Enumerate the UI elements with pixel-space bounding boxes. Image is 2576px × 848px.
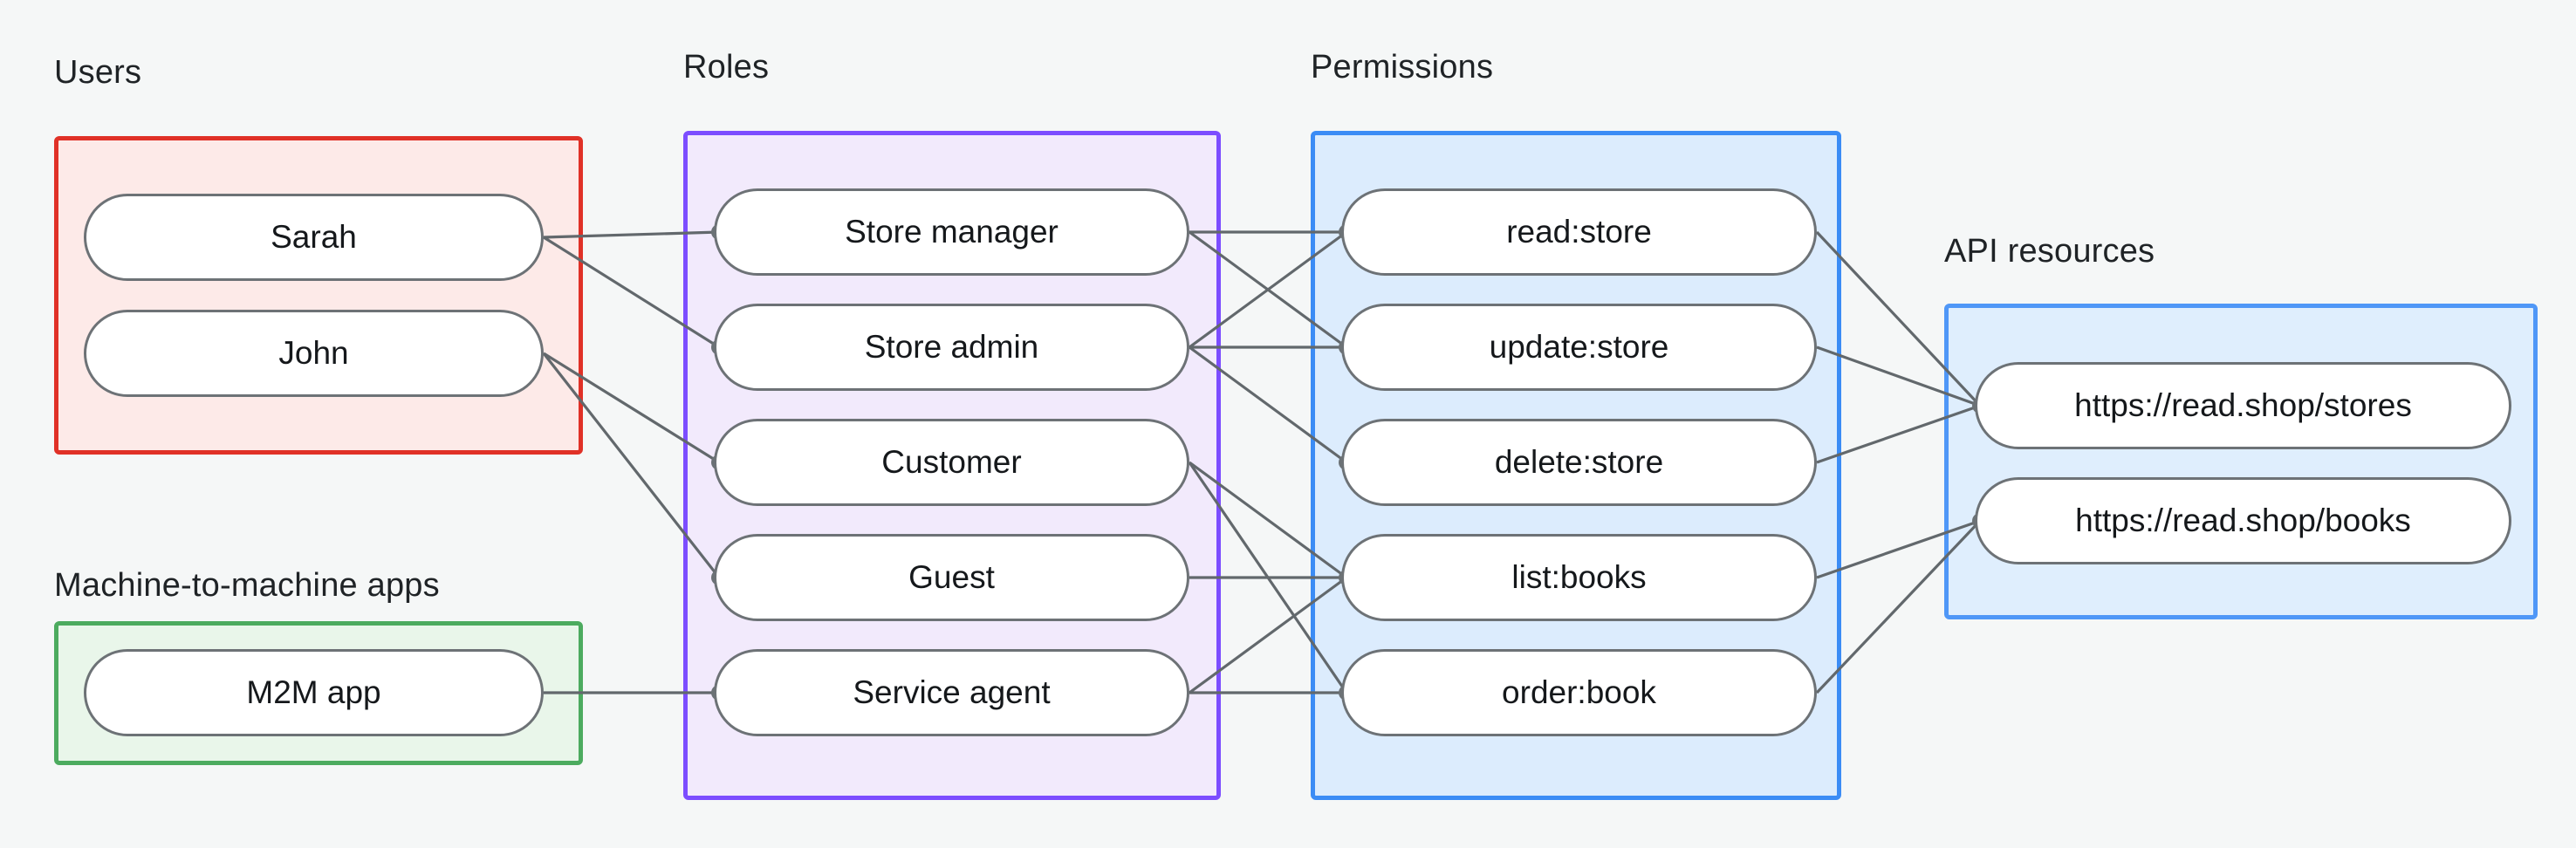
- node-label-m2mapp: M2M app: [246, 674, 381, 710]
- group-label-m2m: Machine-to-machine apps: [54, 567, 440, 604]
- node-label-storemanager: Store manager: [845, 214, 1058, 250]
- node-storemanager[interactable]: Store manager: [714, 188, 1189, 276]
- group-label-users: Users: [54, 54, 142, 91]
- group-box-apiresources: [1944, 304, 2538, 619]
- node-label-updatestore: update:store: [1489, 329, 1669, 365]
- node-guest[interactable]: Guest: [714, 534, 1189, 621]
- node-resstores[interactable]: https://read.shop/stores: [1975, 362, 2511, 449]
- group-box-users: [54, 136, 583, 455]
- group-label-permissions: Permissions: [1311, 49, 1494, 85]
- group-label-roles: Roles: [683, 49, 770, 85]
- node-storeadmin[interactable]: Store admin: [714, 304, 1189, 391]
- node-label-resstores: https://read.shop/stores: [2074, 387, 2412, 423]
- node-resbooks[interactable]: https://read.shop/books: [1975, 477, 2511, 564]
- node-serviceagent[interactable]: Service agent: [714, 649, 1189, 736]
- node-label-resbooks: https://read.shop/books: [2075, 503, 2411, 538]
- node-label-listbooks: list:books: [1511, 559, 1647, 595]
- node-label-guest: Guest: [908, 559, 995, 595]
- node-label-sarah: Sarah: [271, 219, 357, 255]
- node-label-storeadmin: Store admin: [864, 329, 1039, 365]
- node-label-orderbook: order:book: [1502, 674, 1656, 710]
- node-label-deletestore: delete:store: [1494, 444, 1664, 480]
- node-label-serviceagent: Service agent: [853, 674, 1051, 710]
- node-john[interactable]: John: [84, 310, 544, 397]
- node-orderbook[interactable]: order:book: [1341, 649, 1817, 736]
- group-label-apiresources: API resources: [1944, 233, 2155, 270]
- node-listbooks[interactable]: list:books: [1341, 534, 1817, 621]
- node-customer[interactable]: Customer: [714, 419, 1189, 506]
- node-m2mapp[interactable]: M2M app: [84, 649, 544, 736]
- node-label-readstore: read:store: [1506, 214, 1652, 250]
- node-readstore[interactable]: read:store: [1341, 188, 1817, 276]
- node-updatestore[interactable]: update:store: [1341, 304, 1817, 391]
- node-sarah[interactable]: Sarah: [84, 194, 544, 281]
- node-deletestore[interactable]: delete:store: [1341, 419, 1817, 506]
- node-label-customer: Customer: [881, 444, 1022, 480]
- node-label-john: John: [278, 335, 349, 371]
